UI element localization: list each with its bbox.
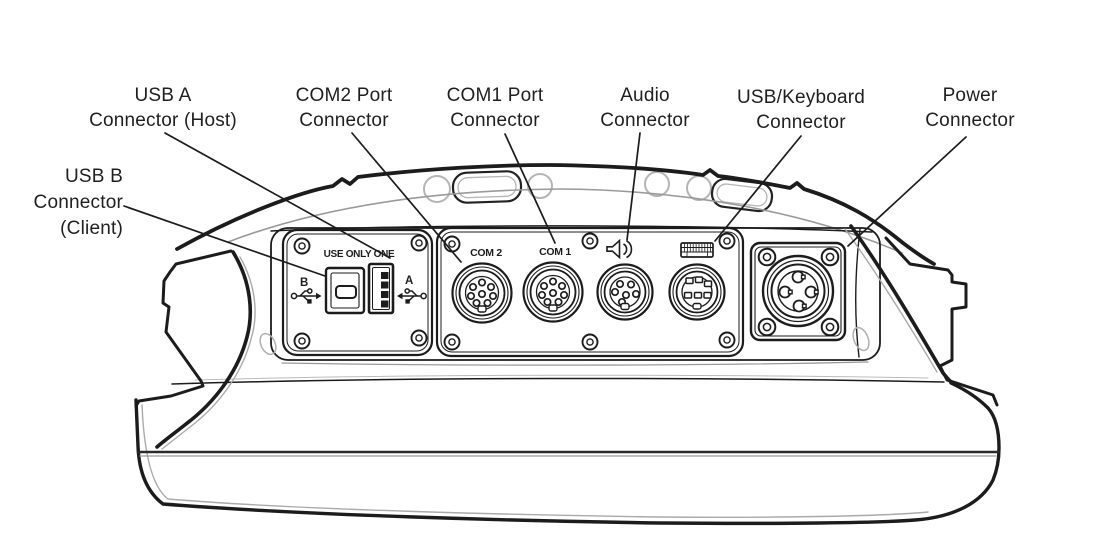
com1-text: COM 1 — [539, 246, 571, 258]
callout-usb-keyboard: USB/Keyboard Connector — [681, 85, 921, 135]
callout-line: Audio — [620, 85, 670, 106]
leader-audio — [626, 132, 641, 241]
leader-usb-keyboard — [714, 135, 802, 242]
left-bracket — [134, 249, 233, 408]
callout-usb-a-host: USB A Connector (Host) — [33, 83, 293, 133]
right-bracket — [884, 236, 999, 407]
com-panel: COM 2 COM 1 — [435, 226, 745, 358]
usb-b-port — [324, 266, 366, 315]
callout-line: USB B — [64, 166, 123, 187]
audio-connector — [596, 263, 654, 321]
callout-line: Connector — [756, 112, 846, 133]
callout-line: (Client) — [60, 218, 123, 239]
callout-line: USB/Keyboard — [736, 87, 866, 108]
usb-keyboard-connector — [668, 263, 726, 321]
device-body — [134, 163, 1001, 526]
usb-warning-text: USE ONLY ONE — [324, 249, 395, 260]
callout-power: Power Connector — [860, 83, 1080, 133]
leader-usb-b — [123, 205, 326, 277]
usb-a-port — [367, 262, 395, 315]
com1-port-connector — [522, 261, 584, 323]
callout-line: Power — [942, 85, 998, 106]
callout-com1-port: COM1 Port Connector — [385, 83, 605, 133]
callout-line: Connector — [33, 192, 123, 213]
speaker-icon — [606, 238, 633, 260]
usb-panel: USE ONLY ONE B A — [281, 228, 434, 357]
callout-line: COM1 Port — [446, 85, 544, 106]
callout-line: Connector — [299, 110, 389, 131]
callout-line: Connector — [925, 110, 1015, 131]
callout-line: Connector — [450, 110, 540, 131]
callout-line: USB A — [134, 85, 192, 106]
usb-a-letter: A — [405, 275, 413, 287]
leader-lines — [123, 132, 967, 277]
callout-line: COM2 Port — [295, 85, 393, 106]
callout-com2-port: COM2 Port Connector — [234, 83, 454, 133]
leader-usb-a — [164, 132, 391, 259]
callout-usb-b-client: USB B Connector (Client) — [0, 164, 123, 242]
com2-text: COM 2 — [470, 247, 502, 259]
callout-audio: Audio Connector — [535, 83, 755, 133]
callout-line: Connector (Host) — [89, 110, 237, 131]
leader-com1 — [504, 133, 556, 244]
power-connector — [749, 241, 847, 342]
usb-b-letter: B — [300, 277, 308, 289]
keyboard-icon — [680, 242, 714, 258]
callout-line: Connector — [600, 110, 690, 131]
leader-power — [847, 136, 967, 247]
usb-symbol-b-icon — [290, 288, 322, 304]
usb-symbol-a-icon — [397, 288, 427, 304]
com2-port-connector — [451, 262, 513, 324]
leader-com2 — [351, 132, 462, 263]
handle-bumps — [423, 171, 712, 203]
